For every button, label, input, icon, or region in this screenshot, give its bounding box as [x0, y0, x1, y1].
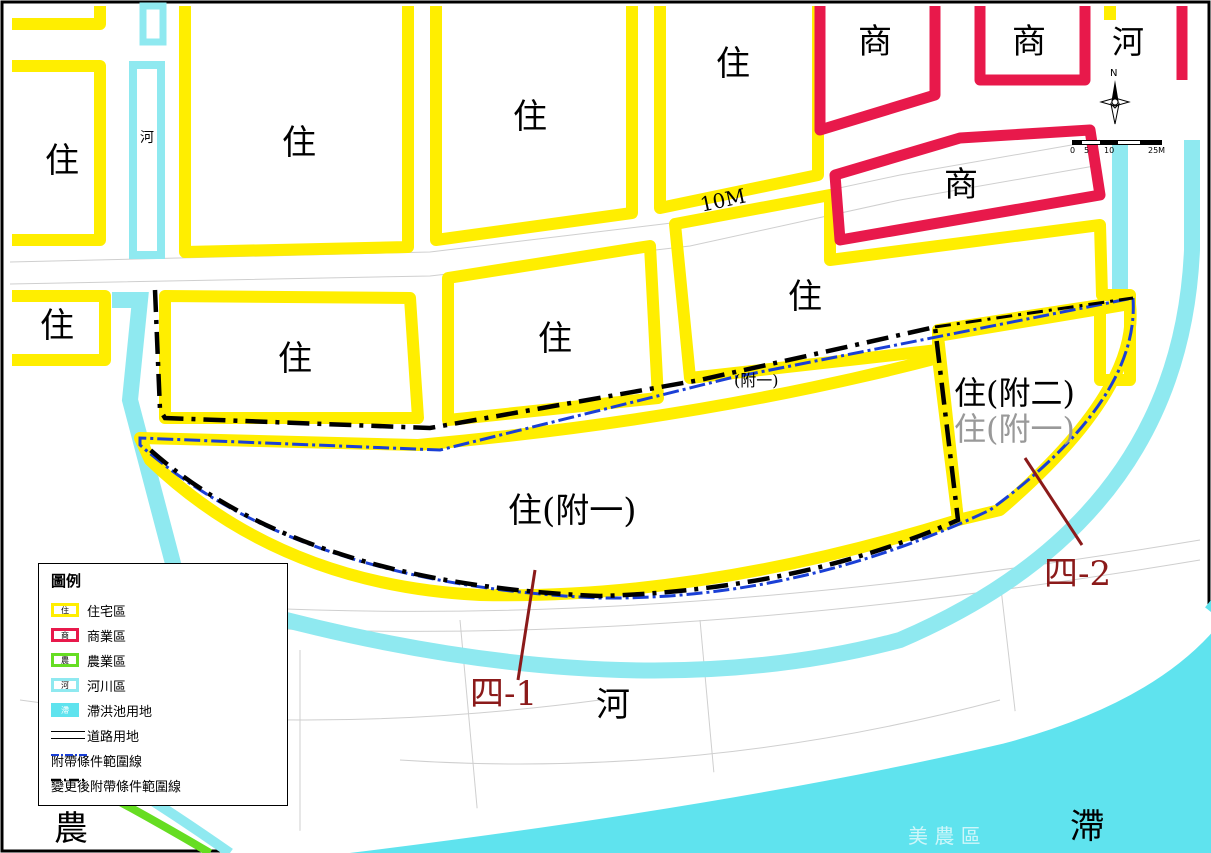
- north-arrow-icon: N: [1099, 68, 1131, 125]
- legend-label-retention: 滯洪池用地: [87, 704, 153, 720]
- river-label-bottom: 河: [596, 685, 630, 725]
- legend-swatch-retention: 滯: [51, 703, 79, 717]
- scale-tick-0: 0: [1070, 146, 1075, 155]
- res-label-1: 住: [45, 141, 79, 181]
- map-legend: 圖例 住 住宅區 商 商業區 農 農業區 河 河川區 滯 滯洪池用地 道路用地 …: [38, 563, 288, 806]
- river-strip-top: [139, 2, 167, 46]
- com-label-3: 商: [944, 165, 978, 205]
- callout-4-1: 四-1: [470, 674, 537, 714]
- legend-label-commercial: 商業區: [87, 629, 127, 645]
- legend-item-agriculture: 農 農業區: [51, 650, 126, 670]
- legend-title: 圖例: [51, 572, 82, 590]
- river-label-top: 河: [1112, 23, 1144, 61]
- res-label-5: 住: [40, 306, 74, 346]
- scale-tick-5: 5: [1084, 146, 1089, 155]
- scale-tick-10: 10: [1104, 146, 1114, 155]
- commercial-blocks: [814, 6, 1188, 246]
- river-channel: [112, 140, 1200, 679]
- res-label-8: 住: [788, 277, 822, 317]
- legend-swatch-road: [51, 731, 85, 739]
- res-annex1-label: 住(附一): [508, 491, 637, 531]
- legend-item-original-boundary: 附帶條件範圍線: [51, 750, 142, 770]
- legend-item-river: 河 河川區: [51, 675, 126, 695]
- callout-line-2: [1023, 457, 1084, 546]
- scale-tick-25m: 25M: [1148, 146, 1165, 155]
- river-strip-left: [129, 61, 165, 259]
- legend-label-changed-boundary: 變更後附帶條件範圍線: [51, 779, 182, 795]
- legend-swatch-original-boundary: [51, 754, 87, 756]
- legend-item-road: 道路用地: [51, 725, 139, 745]
- legend-item-residential: 住 住宅區: [51, 600, 126, 620]
- legend-swatch-commercial: 商: [51, 628, 79, 642]
- farm-fade-label: 美 農 區: [908, 824, 981, 848]
- legend-swatch-residential: 住: [51, 603, 79, 617]
- com-label-1: 商: [858, 22, 892, 62]
- scale-bar: 0 5 10 25M: [1070, 140, 1165, 155]
- farm-label: 農: [54, 809, 88, 849]
- changed-annex-boundary: [146, 289, 961, 599]
- retention-pond-edge: [228, 603, 1211, 853]
- legend-label-river: 河川區: [87, 679, 127, 695]
- legend-item-commercial: 商 商業區: [51, 625, 126, 645]
- legend-swatch-river: 河: [51, 678, 79, 692]
- legend-item-changed-boundary: 變更後附帶條件範圍線: [51, 775, 181, 795]
- callout-line-1: [516, 569, 537, 681]
- river-label-left: 河: [140, 130, 154, 146]
- north-label: N: [1110, 68, 1117, 79]
- legend-label-agriculture: 農業區: [87, 654, 127, 670]
- res-label-3: 住: [513, 97, 547, 137]
- legend-item-retention: 滯 滯洪池用地: [51, 700, 152, 720]
- res-label-4: 住: [716, 44, 750, 84]
- res-annex1-ghost-label: 住(附一): [954, 410, 1075, 448]
- callout-4-2: 四-2: [1044, 554, 1111, 594]
- com-label-2: 商: [1012, 22, 1046, 62]
- retention-label: 滯: [1070, 807, 1104, 847]
- legend-swatch-agriculture: 農: [51, 653, 79, 667]
- res-annex2-label: 住(附二): [954, 374, 1075, 412]
- res-label-2: 住: [282, 123, 316, 163]
- legend-label-residential: 住宅區: [87, 604, 127, 620]
- legend-label-road: 道路用地: [87, 729, 140, 745]
- res-label-7: 住: [538, 319, 572, 359]
- res-label-6: 住: [278, 339, 312, 379]
- legend-swatch-changed-boundary: [51, 778, 87, 782]
- annex1-small-label: (附一): [734, 371, 779, 390]
- changed-annex-boundary-top: [934, 296, 1134, 329]
- retention-pond: [230, 600, 1211, 853]
- legend-label-original-boundary: 附帶條件範圍線: [51, 754, 143, 770]
